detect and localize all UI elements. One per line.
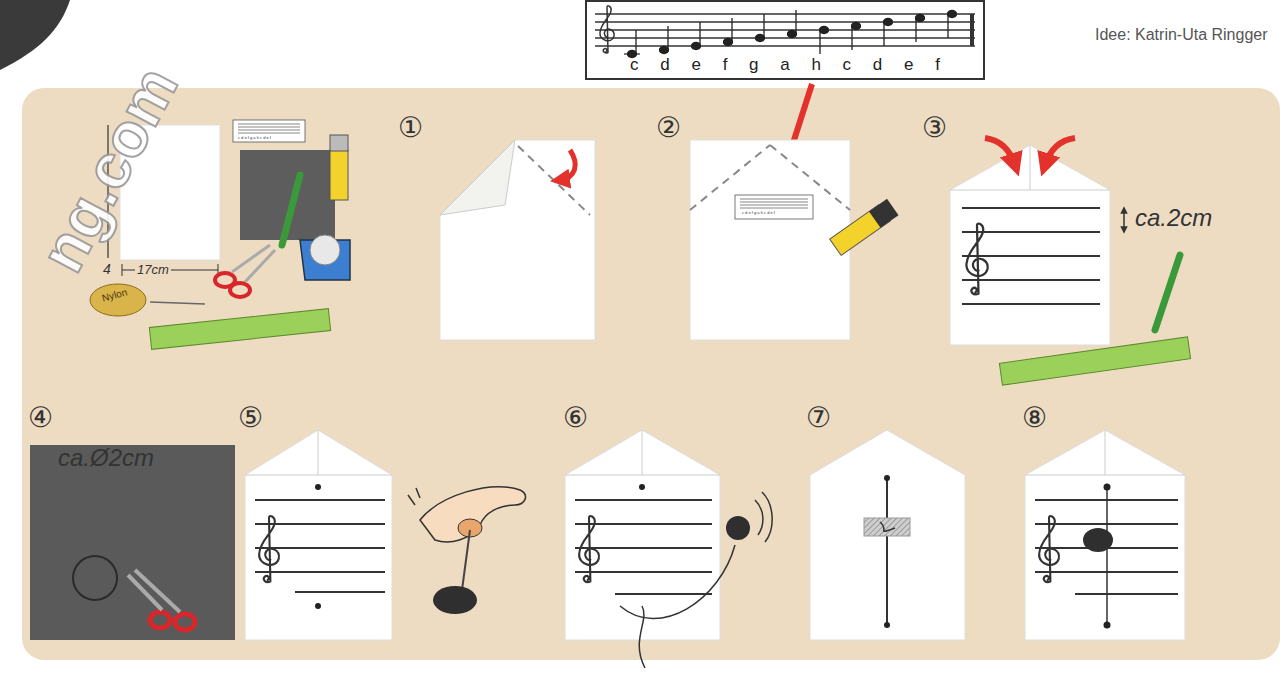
step-number: ⑥ — [563, 404, 588, 432]
step-number: ③ — [922, 114, 947, 142]
note-names: c d e f g a h c d e f — [630, 55, 940, 75]
step-number: ① — [398, 114, 423, 142]
step-number: ② — [656, 114, 681, 142]
sticker-text: c d e f g a h c d e f — [742, 211, 775, 215]
staff-box: c d e f g a h c d e f — [585, 0, 985, 80]
step-number: ⑦ — [806, 404, 831, 432]
step-number: ④ — [28, 404, 53, 432]
dimension-note: 4 — [103, 262, 111, 276]
step-number: ⑧ — [1022, 404, 1047, 432]
sticker-text: c d e f g a h c d e f — [238, 136, 271, 140]
dimension-note: 17cm — [135, 263, 171, 276]
dimension-note: ca.Ø2cm — [58, 446, 154, 470]
step-number: ⑤ — [238, 404, 263, 432]
credit-note: Idee: Katrin-Uta Ringger — [1095, 27, 1268, 43]
dimension-note: ca.2cm — [1135, 206, 1212, 230]
